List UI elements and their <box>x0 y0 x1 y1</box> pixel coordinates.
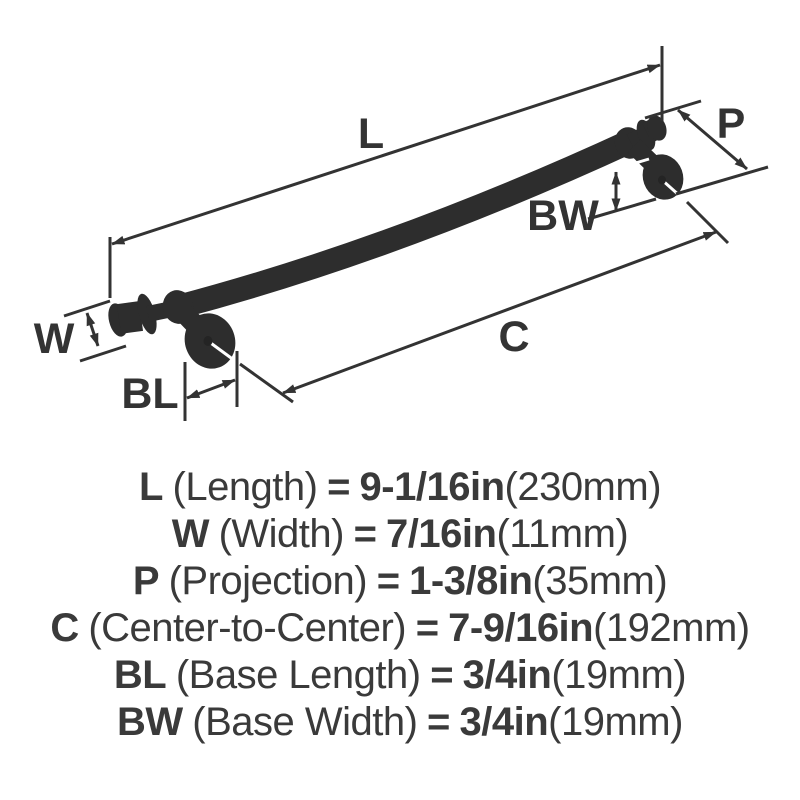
spec-inches: 1-3/8in <box>409 559 533 603</box>
spec-equals: = <box>376 559 400 603</box>
spec-equals: = <box>427 700 450 744</box>
spec-name: (Center-to-Center) <box>88 606 407 650</box>
spec-row-projection: P(Projection)=1-3/8in(35mm) <box>0 558 800 605</box>
length-dimension-line <box>111 63 661 246</box>
spec-mm: (11mm) <box>496 512 629 556</box>
spec-equals: = <box>415 606 439 650</box>
spec-abbr: C <box>50 606 79 650</box>
spec-row-center-to-center: C(Center-to-Center)=7-9/16in(192mm) <box>0 605 800 652</box>
label-base-length: BL <box>121 370 178 418</box>
label-center-to-center: C <box>498 313 529 361</box>
spec-row-length: L(Length)=9-1/16in(230mm) <box>0 464 800 511</box>
spec-abbr: BW <box>117 700 183 744</box>
spec-mm: (19mm) <box>551 653 687 697</box>
projection-extension-top <box>644 99 702 120</box>
spec-row-width: W(Width)=7/16in(11mm) <box>0 511 800 558</box>
spec-row-base-length: BL(Base Length)=3/4in(19mm) <box>0 652 800 699</box>
spec-row-base-width: BW(Base Width)=3/4in(19mm) <box>0 699 800 746</box>
spec-inches: 7/16in <box>386 512 497 556</box>
spec-abbr: L <box>138 465 163 509</box>
label-length: L <box>358 110 384 158</box>
spec-equals: = <box>430 653 454 697</box>
spec-inches: 7-9/16in <box>448 606 594 650</box>
spec-abbr: BL <box>113 653 167 697</box>
left-ring <box>137 293 157 335</box>
width-extension-bottom <box>79 344 127 363</box>
left-hole-extension <box>239 362 294 404</box>
spec-name: (Projection) <box>168 559 368 603</box>
base-width-extension-bottom <box>587 197 657 221</box>
spec-mm: (230mm) <box>504 465 662 509</box>
label-width: W <box>34 315 75 363</box>
spec-inches: 9-1/16in <box>359 465 505 509</box>
label-projection: P <box>717 100 746 148</box>
spec-equals: = <box>327 465 350 509</box>
handle-dimension-drawing: L W P C BL BW <box>34 46 769 421</box>
dimension-labels: L W P C BL BW <box>34 100 746 418</box>
width-extension-top <box>63 299 111 318</box>
right-hole-centerline <box>661 178 690 206</box>
spec-abbr: W <box>171 512 210 556</box>
spec-abbr: P <box>132 559 160 603</box>
label-base-width: BW <box>527 192 599 240</box>
spec-name: (Width) <box>218 512 345 556</box>
right-screw-hole <box>658 175 666 185</box>
spec-mm: (35mm) <box>532 559 668 603</box>
right-hole-extension <box>685 200 730 245</box>
projection-dimension-line <box>677 108 748 171</box>
spec-mm: (192mm) <box>593 606 750 650</box>
spec-name: (Base Width) <box>192 700 418 744</box>
base-length-dimension-arrow <box>186 378 236 400</box>
spec-list: L(Length)=9-1/16in(230mm) W(Width)=7/16i… <box>0 464 800 746</box>
spec-name: (Base Length) <box>175 653 421 697</box>
dimension-lines <box>63 46 769 421</box>
base-width-extension-top <box>598 157 650 176</box>
spec-mm: (19mm) <box>548 700 683 744</box>
spec-inches: 3/4in <box>462 653 552 697</box>
left-cap-body <box>116 301 144 334</box>
width-dimension-arrow <box>85 312 100 347</box>
left-screw-hole <box>203 336 213 346</box>
projection-extension-bottom <box>675 165 769 196</box>
spec-name: (Length) <box>172 465 318 509</box>
spec-inches: 3/4in <box>459 700 549 744</box>
center-to-center-dimension-line <box>282 230 717 395</box>
spec-equals: = <box>353 512 377 556</box>
